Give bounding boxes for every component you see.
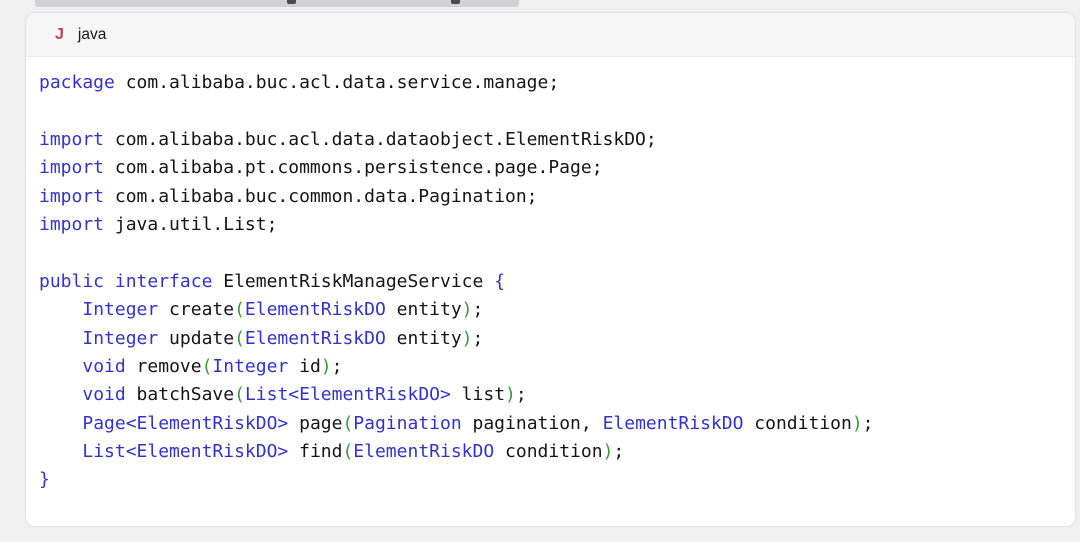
code-block: J java package com.alibaba.buc.acl.data.… xyxy=(25,12,1076,527)
code-line xyxy=(39,239,1065,267)
code-block-header: J java xyxy=(26,13,1075,57)
code-line: import com.alibaba.buc.common.data.Pagin… xyxy=(39,185,538,207)
code-line: public interface ElementRiskManageServic… xyxy=(39,270,506,292)
code-line: import com.alibaba.pt.commons.persistenc… xyxy=(39,157,603,179)
code-line: Integer create(ElementRiskDO entity); xyxy=(82,299,484,321)
code-line xyxy=(39,97,1065,125)
code-line: Integer update(ElementRiskDO entity); xyxy=(82,327,484,349)
cropped-toolbar-fragment xyxy=(35,0,519,7)
code-line: package com.alibaba.buc.acl.data.service… xyxy=(39,72,560,93)
code-line: } xyxy=(39,469,50,491)
cropped-text-fragment xyxy=(287,0,296,4)
java-language-icon: J xyxy=(55,25,64,43)
code-line: void remove(Integer id); xyxy=(82,355,343,377)
code-line: List<ElementRiskDO> find(ElementRiskDO c… xyxy=(82,441,625,463)
code-line: void batchSave(List<ElementRiskDO> list)… xyxy=(82,384,527,406)
code-line: import java.util.List; xyxy=(39,213,278,235)
code-lines: package com.alibaba.buc.acl.data.service… xyxy=(26,57,1075,495)
code-line: Page<ElementRiskDO> page(Pagination pagi… xyxy=(82,412,874,434)
code-line: import com.alibaba.buc.acl.data.dataobje… xyxy=(39,128,657,150)
cropped-text-fragment xyxy=(451,0,460,4)
language-label: java xyxy=(77,25,107,43)
